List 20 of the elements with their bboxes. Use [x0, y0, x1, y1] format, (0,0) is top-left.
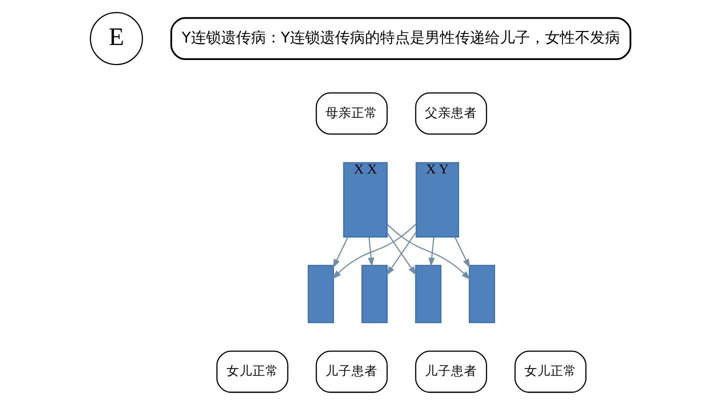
node-box: 母亲正常 — [315, 92, 388, 135]
node-box — [307, 264, 334, 324]
arrow — [386, 224, 470, 280]
arrow — [332, 224, 416, 280]
arrow — [332, 237, 348, 268]
node-box — [414, 264, 441, 324]
node-box: 父亲患者 — [414, 92, 487, 135]
node-box — [468, 264, 495, 324]
arrow — [454, 237, 470, 268]
node-circle: E — [89, 12, 142, 66]
node-box — [360, 264, 388, 324]
arrow — [367, 237, 374, 267]
node-box: X X — [342, 162, 388, 238]
node-box: 儿子患者 — [315, 350, 388, 393]
node-box: 女儿正常 — [514, 350, 586, 393]
arrow — [428, 237, 434, 267]
node-box: Y连锁遗传病：Y连锁遗传病的特点是男性传递给儿子，女性不发病 — [170, 17, 631, 60]
node-box: 女儿正常 — [216, 350, 288, 393]
node-box: 儿子患者 — [414, 350, 487, 393]
node-box: X Y — [415, 162, 459, 238]
